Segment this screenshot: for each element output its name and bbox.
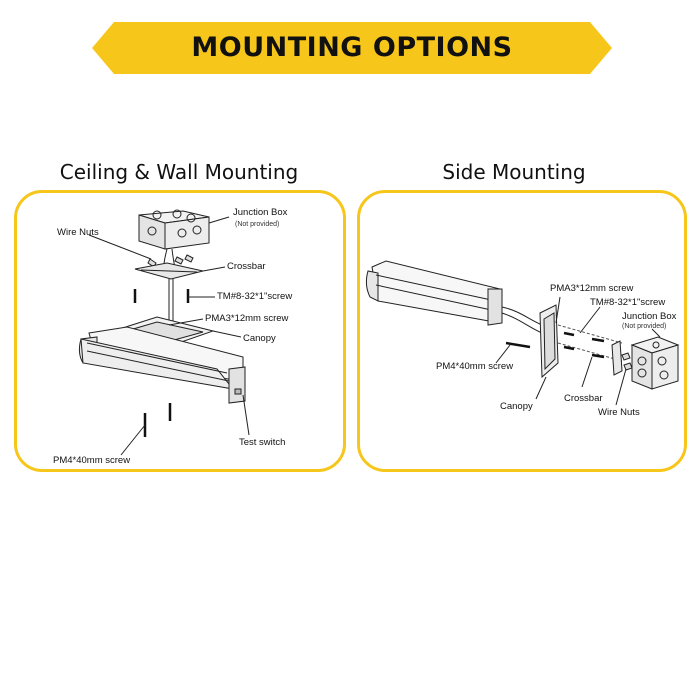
junction-box-drawing	[138, 209, 210, 250]
side-mounting-title: Side Mounting	[442, 160, 586, 184]
label-wire-nuts: Wire Nuts	[598, 407, 640, 418]
wire-nuts-drawing	[621, 352, 633, 371]
crossbar-drawing	[611, 340, 623, 376]
label-pma3-screw: PMA3*12mm screw	[550, 283, 634, 294]
label-junction-box: Junction Box	[622, 311, 677, 322]
banner-title: MOUNTING OPTIONS	[191, 32, 513, 63]
fixture-drawing	[365, 260, 503, 326]
ceiling-wall-diagram	[78, 209, 250, 456]
label-pm4-screw: PM4*40mm screw	[436, 361, 514, 372]
junction-box-drawing	[630, 336, 680, 390]
label-wire-nuts: Wire Nuts	[57, 227, 99, 238]
label-crossbar: Crossbar	[564, 393, 603, 404]
label-not-provided: (Not provided)	[622, 323, 667, 330]
label-tm-screw: TM#8-32*1"screw	[217, 291, 293, 302]
label-not-provided: (Not provided)	[235, 221, 280, 228]
label-pm4-screw: PM4*40mm screw	[53, 455, 131, 466]
label-tm-screw: TM#8-32*1"screw	[590, 297, 666, 308]
label-canopy: Canopy	[500, 401, 533, 412]
side-mounting-panel: PMA3*12mm screw TM#8-32*1"screw Junction…	[357, 190, 687, 472]
label-crossbar: Crossbar	[227, 261, 266, 272]
ceiling-wall-title: Ceiling & Wall Mounting	[59, 160, 299, 184]
label-canopy: Canopy	[243, 333, 276, 344]
ceiling-wall-panel: Junction Box (Not provided) Wire Nuts Cr…	[14, 190, 346, 472]
label-junction-box: Junction Box	[233, 207, 288, 218]
label-pma3-screw: PMA3*12mm screw	[205, 313, 289, 324]
title-banner: MOUNTING OPTIONS	[92, 22, 612, 74]
label-test-switch: Test switch	[239, 437, 286, 448]
banner-shape	[92, 22, 612, 74]
fixture-drawing	[78, 326, 246, 404]
side-mounting-diagram	[365, 260, 680, 406]
